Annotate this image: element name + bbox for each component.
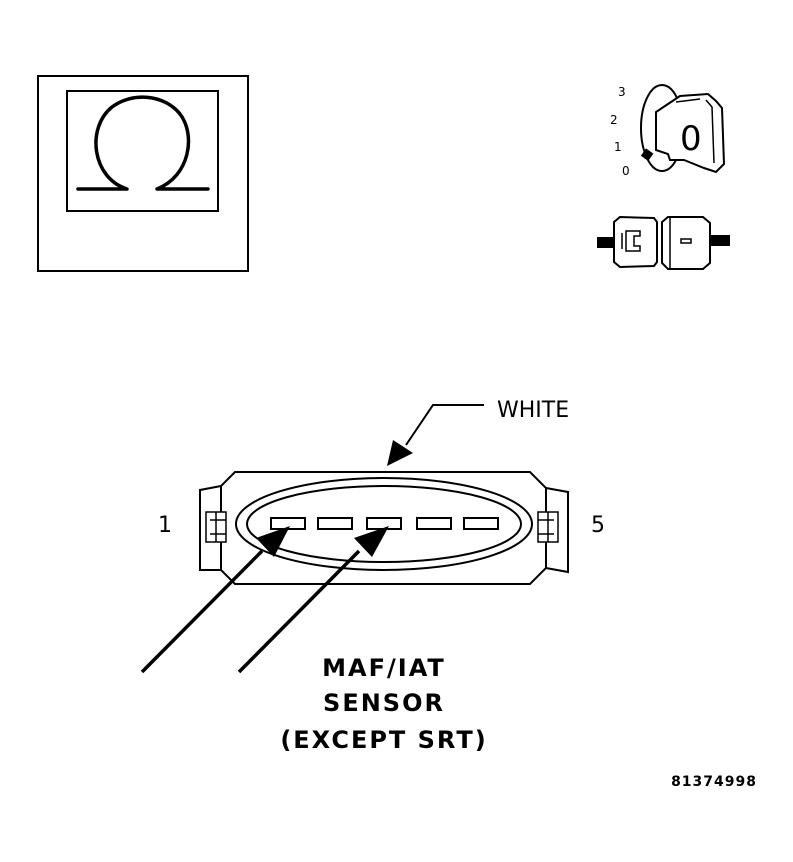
component-label-line2: SENSOR xyxy=(323,689,445,717)
disconnected-connector-icon xyxy=(597,215,730,270)
key-position-1: 1 xyxy=(614,140,622,154)
pin-label-left: 1 xyxy=(158,513,172,538)
wire-color-callout: WHITE xyxy=(387,398,569,466)
connector-pin-2 xyxy=(317,517,353,530)
test-lead-arrows xyxy=(140,526,389,674)
ignition-key-icon: 3 2 1 0 0 xyxy=(610,84,726,178)
wire-color-label: WHITE xyxy=(497,398,569,423)
component-label-line1: MAF/IAT xyxy=(322,654,446,682)
connector-pin-5 xyxy=(463,517,499,530)
pin-label-right: 5 xyxy=(591,513,605,538)
component-label: MAF/IAT SENSOR (EXCEPT SRT) xyxy=(280,654,487,754)
connector-pin-3 xyxy=(366,517,402,530)
ohm-symbol-icon xyxy=(76,95,210,191)
connector-pin-4 xyxy=(416,517,452,530)
component-label-line3: (EXCEPT SRT) xyxy=(280,726,487,754)
key-position-2: 2 xyxy=(610,113,618,127)
key-position-label: 0 xyxy=(680,119,702,159)
ohmmeter-symbol xyxy=(37,75,249,272)
figure-id: 81374998 xyxy=(671,774,757,790)
sensor-connector-face: 1 5 xyxy=(158,471,605,585)
key-position-3: 3 xyxy=(618,85,626,99)
key-position-0: 0 xyxy=(622,164,630,178)
